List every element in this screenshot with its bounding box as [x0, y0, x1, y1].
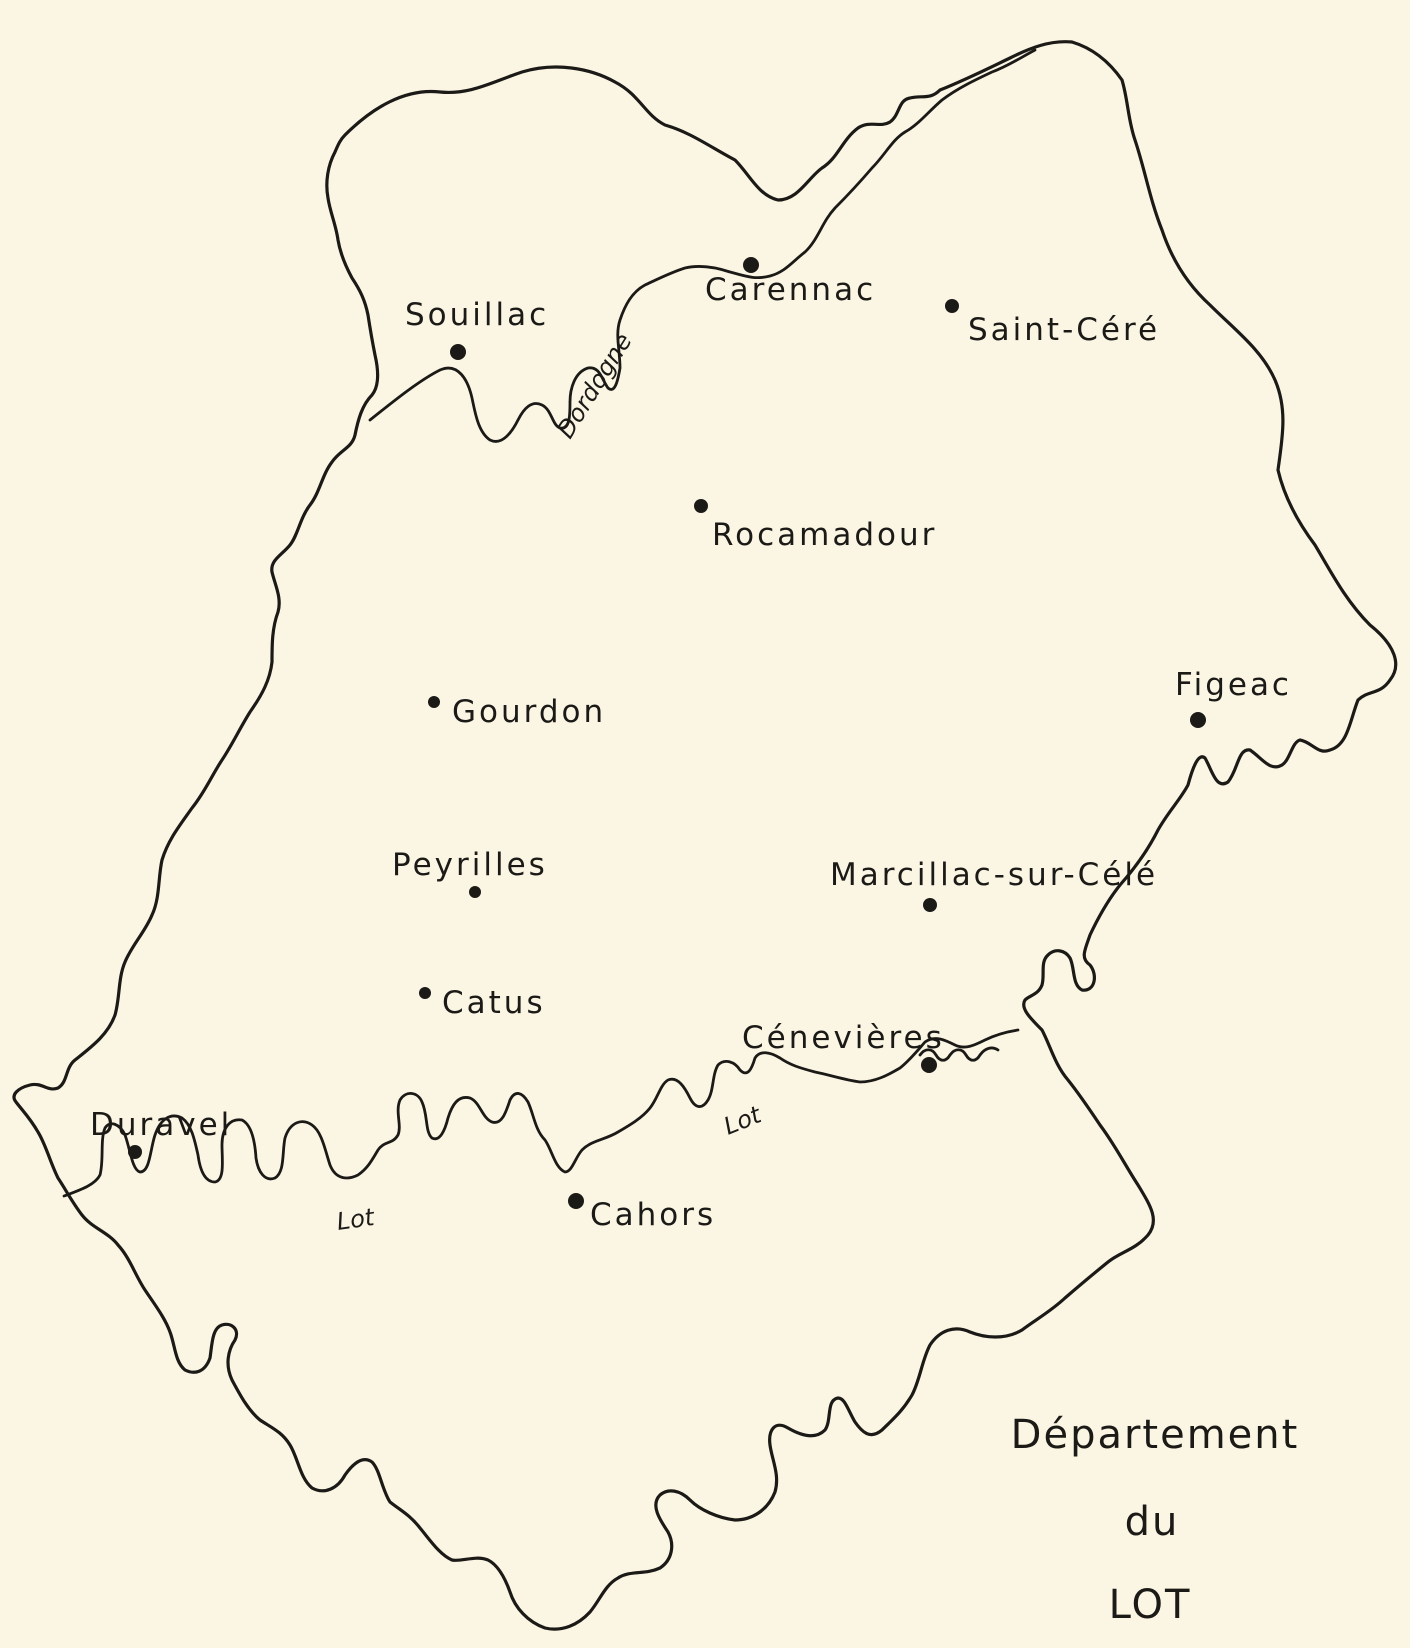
town-cenevieres: Cénevières — [742, 1020, 945, 1073]
town-label: Figeac — [1175, 667, 1292, 703]
town-label: Cahors — [590, 1197, 716, 1233]
town-marker — [945, 299, 959, 313]
map-title: Département du LOT — [1011, 1412, 1300, 1628]
department-border — [12, 40, 1398, 1631]
town-label: Marcillac-sur-Célé — [830, 857, 1158, 893]
title-line-2: du — [1125, 1499, 1180, 1545]
river-label-lot-east: Lot — [720, 1100, 767, 1141]
town-marker — [450, 344, 466, 360]
town-souillac: Souillac — [405, 297, 549, 360]
town-marker — [921, 1057, 937, 1073]
town-marker — [428, 696, 440, 708]
river-label-lot-west: Lot — [335, 1203, 378, 1236]
town-label: Saint-Céré — [968, 312, 1160, 348]
title-line-1: Département — [1011, 1412, 1300, 1458]
town-carennac: Carennac — [705, 257, 876, 308]
town-marker — [568, 1193, 584, 1209]
town-label: Gourdon — [452, 694, 606, 730]
town-catus: Catus — [419, 985, 546, 1021]
town-peyrilles: Peyrilles — [392, 847, 548, 898]
town-marker — [128, 1145, 142, 1159]
town-label: Carennac — [705, 272, 876, 308]
town-duravel: Duravel — [90, 1107, 232, 1159]
town-marker — [1190, 712, 1206, 728]
town-rocamadour: Rocamadour — [694, 499, 937, 553]
town-saint-cere: Saint-Céré — [945, 299, 1160, 348]
town-marker — [923, 898, 937, 912]
town-marker — [469, 886, 481, 898]
town-marker — [694, 499, 708, 513]
title-line-3: LOT — [1109, 1582, 1192, 1628]
town-label: Duravel — [90, 1107, 232, 1143]
town-cahors: Cahors — [568, 1193, 716, 1233]
river-lot-bends — [918, 1046, 1000, 1062]
river-lot — [62, 1028, 1020, 1198]
town-marker — [419, 987, 431, 999]
town-marker — [743, 257, 759, 273]
town-label: Cénevières — [742, 1020, 945, 1056]
river-dordogne — [368, 48, 1037, 443]
river-label-dordogne: Dordogne — [551, 328, 637, 443]
town-label: Rocamadour — [712, 517, 937, 553]
town-label: Catus — [442, 985, 546, 1021]
town-figeac: Figeac — [1175, 667, 1292, 728]
town-marcillac-sur-cele: Marcillac-sur-Célé — [830, 857, 1158, 912]
town-label: Souillac — [405, 297, 549, 333]
town-gourdon: Gourdon — [428, 694, 606, 730]
town-label: Peyrilles — [392, 847, 548, 883]
